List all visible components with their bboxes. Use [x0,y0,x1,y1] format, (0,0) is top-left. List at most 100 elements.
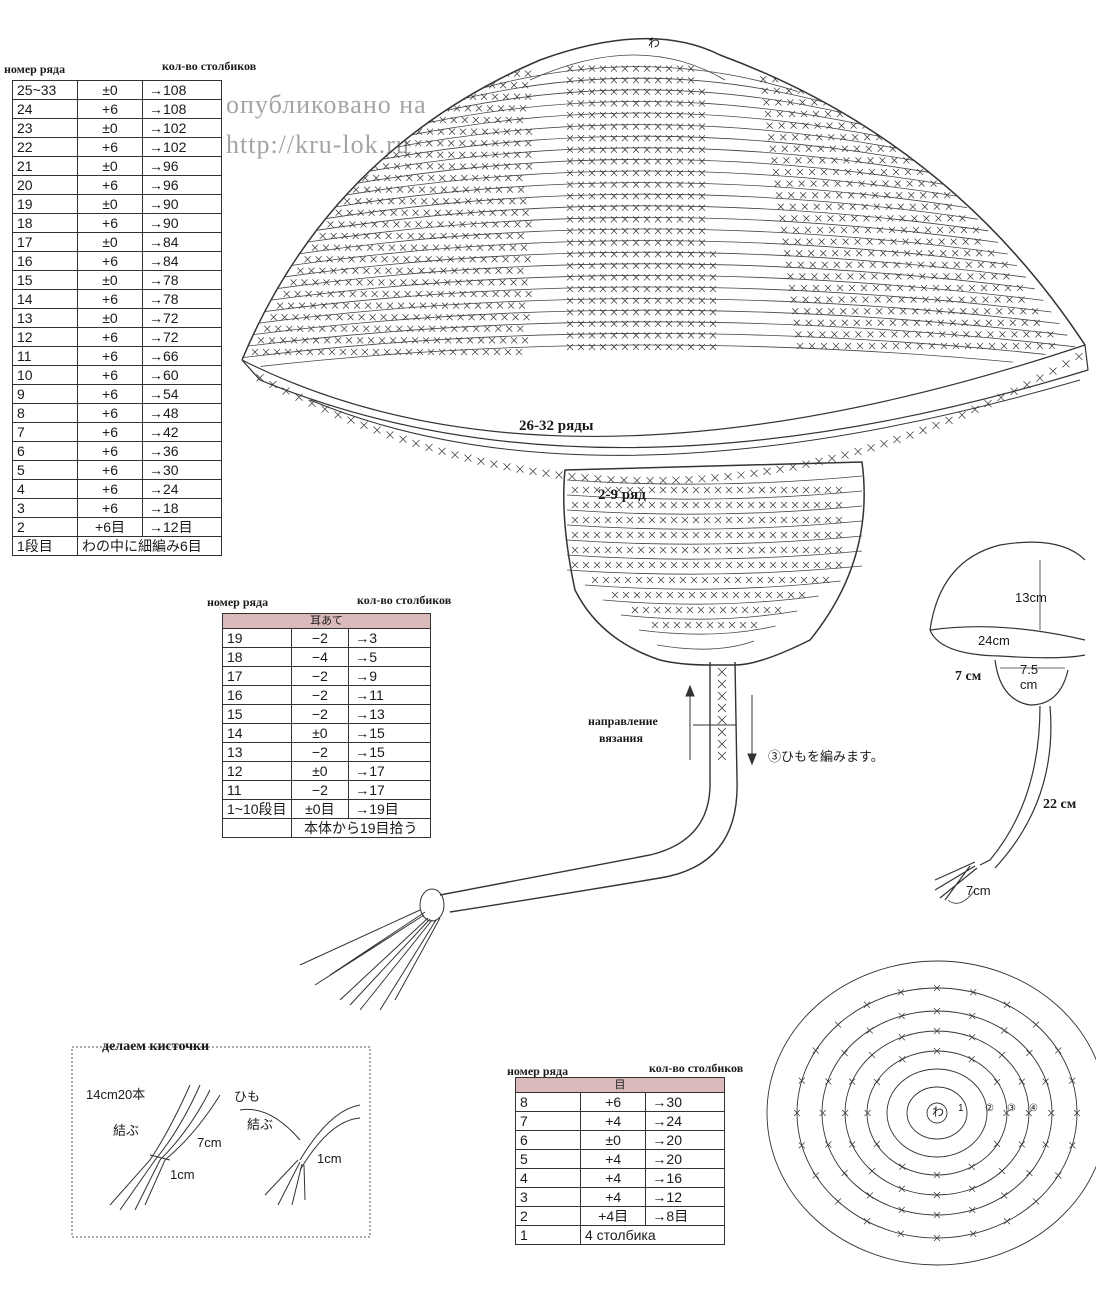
stitch-mark [621,146,629,154]
stitch-mark [665,216,673,223]
stitch-mark [503,221,510,228]
stitch-mark [582,531,590,539]
stitch-mark [935,307,943,315]
stitch-mark [599,146,607,154]
stitch-mark [648,516,656,524]
stitch-mark [471,348,479,356]
stitch-mark [932,284,940,292]
stitch-mark [459,128,467,135]
table-cell: +6 [77,460,143,480]
stitch-mark [341,232,348,240]
stitch-mark [326,255,333,263]
stitch-mark [904,342,912,350]
stitch-mark [893,261,901,269]
stitch-mark [794,238,801,245]
stitch-mark [415,163,423,170]
stitch-mark [948,226,956,234]
stitch-mark [865,319,873,327]
stitch-mark [1032,1198,1040,1205]
stitch-mark [927,249,935,257]
stitch-mark [500,209,507,217]
stitch-mark [654,262,662,270]
stitch-mark [835,486,843,494]
stitch-mark [708,606,716,614]
stitch-mark [464,105,472,112]
stitch-mark [644,591,652,599]
stitch-mark [251,348,259,356]
stitch-mark [484,325,491,333]
stitch-mark [714,546,722,554]
stitch-mark [823,191,831,199]
stitch-mark [577,262,585,270]
stitch-mark [676,343,684,351]
stitch-mark [477,279,484,286]
stitch-mark [679,576,687,584]
stitch-mark [440,186,448,193]
stitch-mark [514,163,522,170]
stitch-mark [676,181,684,188]
stitch-mark [676,216,684,223]
stitch-mark [566,88,574,96]
stitch-mark [994,296,1001,303]
stitch-mark [703,561,711,569]
stitch-mark [887,215,894,222]
stitch-mark [765,591,773,599]
table-cell: →54 [142,384,222,404]
stitch-mark [867,157,874,164]
stitch-mark [899,307,907,315]
stitch-mark [577,216,585,223]
stitch-mark [972,226,980,234]
stitch-mark [899,215,906,222]
earflap-outline [563,461,865,666]
stitch-mark [270,313,277,321]
stitch-mark [736,516,744,524]
stitch-mark [429,232,436,240]
stitch-mark [472,174,479,182]
stitch-mark [363,232,370,240]
stitch-mark [577,250,585,258]
stitch-mark [741,606,749,614]
stitch-mark [517,325,524,333]
stitch-mark [676,262,684,270]
stitch-mark [865,145,873,153]
stitch-mark [692,531,700,539]
stitch-mark [687,100,695,107]
stitch-mark [588,297,596,304]
stitch-mark [485,302,493,309]
stitch-mark [687,308,695,316]
chart-row-line [566,475,863,485]
table3-header-row: номер ряда [507,1064,569,1078]
stitch-mark [813,546,821,554]
stitch-mark [566,227,574,235]
chart-row-line [297,228,1008,255]
stitch-mark [361,348,369,356]
stitch-mark [732,591,740,599]
stitch-mark [599,320,607,328]
stitch-mark [866,238,873,245]
table-cell: +6 [77,175,143,195]
stitch-mark [897,989,905,996]
stitch-mark [466,81,474,89]
table-cell: +4目 [579,1206,647,1226]
stitch-mark [698,308,706,316]
stitch-mark [455,337,463,344]
stitch-mark [637,561,645,569]
table-cell: →12目 [142,517,222,537]
stitch-mark [864,1109,871,1117]
stitch-mark [1068,1142,1076,1149]
stitch-mark [643,204,651,212]
stitch-mark [363,267,370,275]
stitch-mark [699,591,707,599]
stitch-mark [275,325,282,333]
stitch-mark [896,284,904,292]
stitch-mark [492,128,500,135]
stitch-mark [703,501,711,509]
lower-band [309,379,1081,456]
stitch-mark [453,105,461,112]
stitch-mark [1073,1109,1081,1117]
stitch-mark [626,486,634,494]
stitch-mark [566,76,574,84]
stitch-mark [736,561,744,569]
stitch-mark [835,531,843,539]
stitch-mark [352,325,359,333]
